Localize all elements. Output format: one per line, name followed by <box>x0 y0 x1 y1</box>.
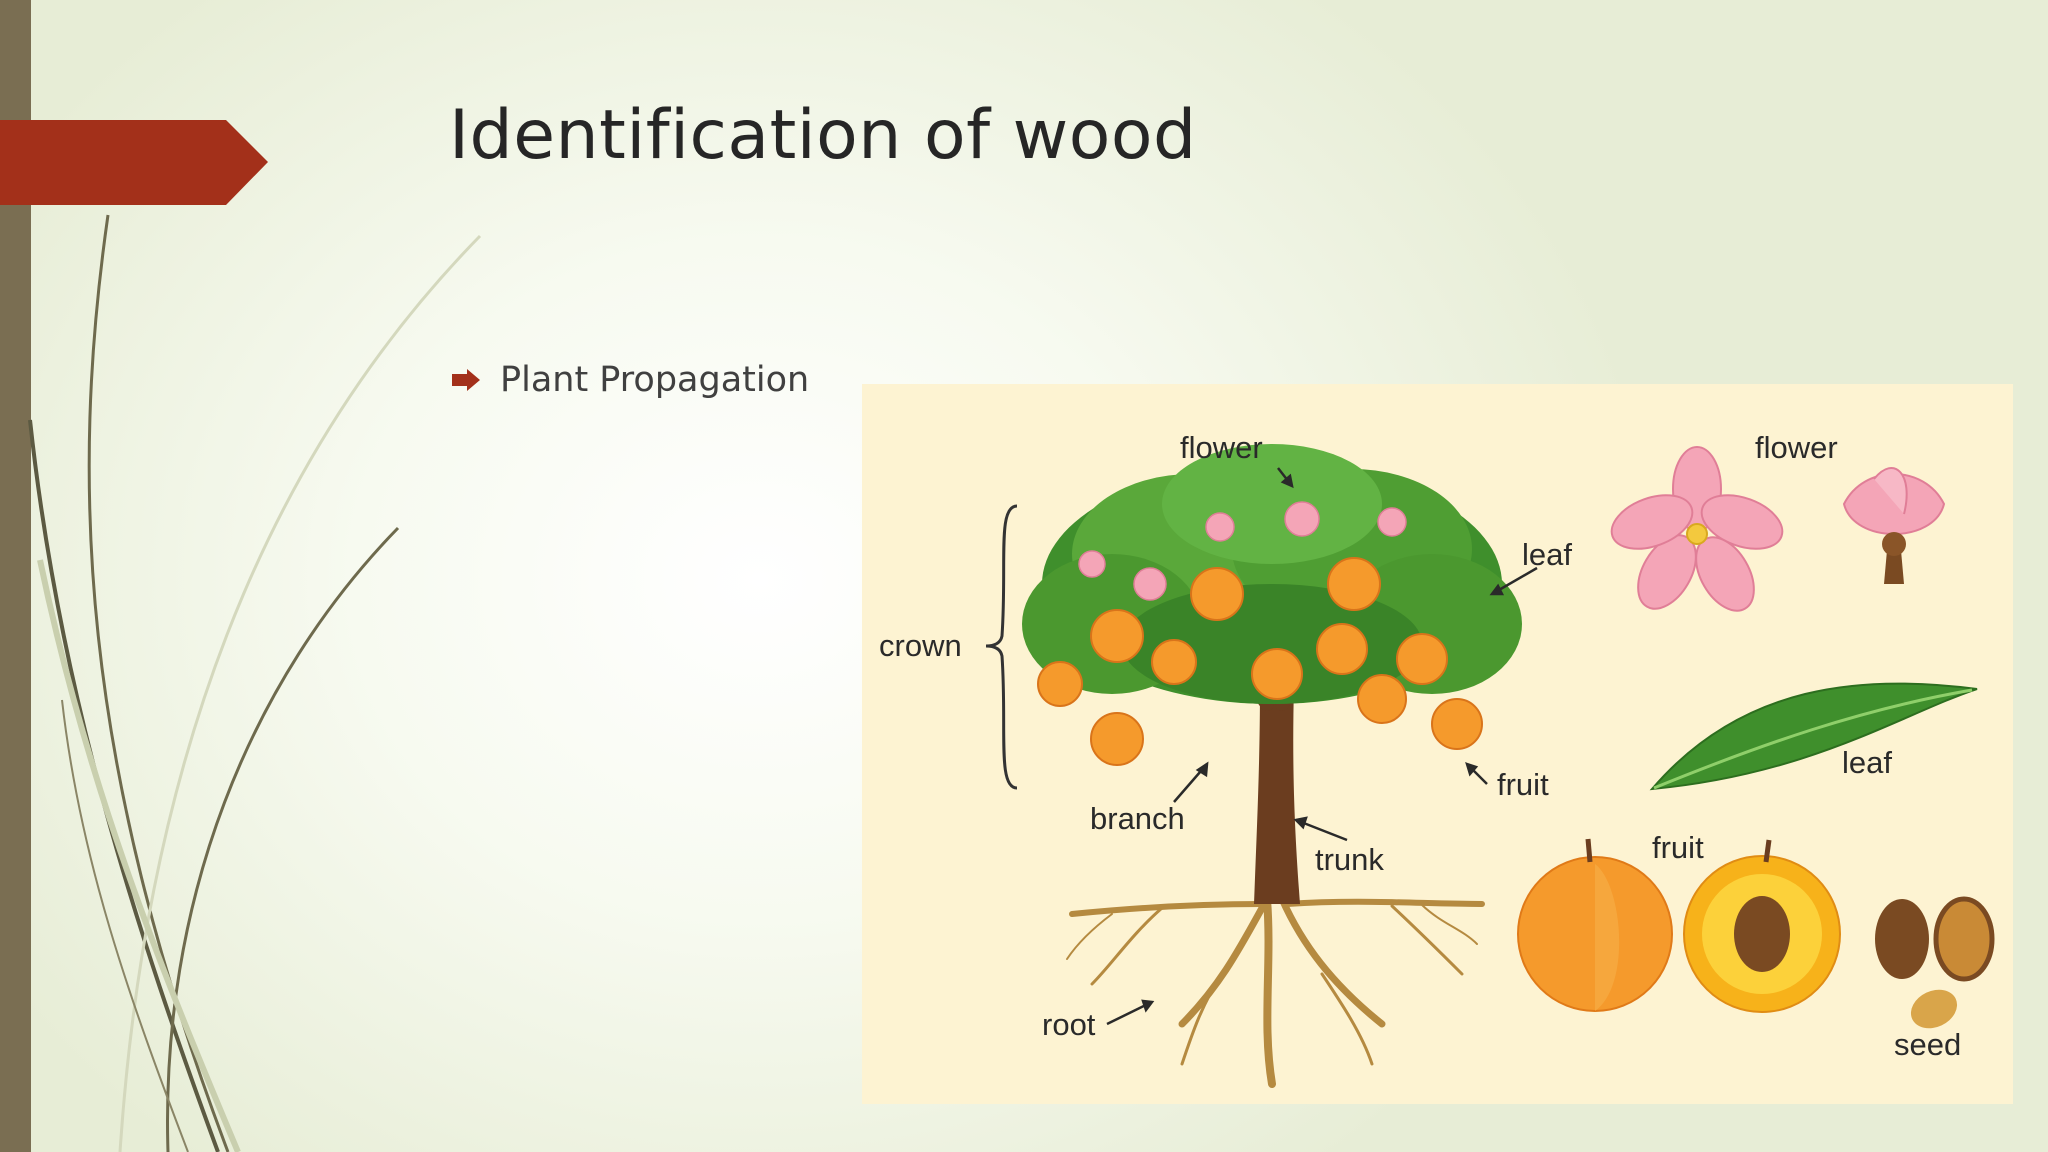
tree-fruits <box>1037 557 1483 766</box>
crown-bracket <box>985 504 1018 790</box>
label-leaf-tree: leaf <box>1522 537 1572 572</box>
bullet-text: Plant Propagation <box>500 360 810 400</box>
leaf-detail-illustration <box>1649 682 1978 791</box>
plant-parts-diagram: flower leaf crown fruit branch trunk roo… <box>862 384 2013 1104</box>
label-fruit-detail: fruit <box>1652 830 1704 865</box>
label-trunk: trunk <box>1315 842 1384 877</box>
arrow-right-icon <box>452 369 480 391</box>
label-seed: seed <box>1894 1027 1961 1062</box>
chevron-tab-icon <box>0 120 268 205</box>
label-fruit-tree: fruit <box>1497 767 1549 802</box>
label-flower-top: flower <box>1180 430 1263 465</box>
label-arrows <box>1106 467 1538 1026</box>
bullet-item: Plant Propagation <box>452 355 809 405</box>
tree-blossoms <box>1078 501 1407 601</box>
label-leaf-detail: leaf <box>1842 745 1892 780</box>
label-branch: branch <box>1090 801 1185 836</box>
flower-detail-illustration <box>1610 446 1946 612</box>
decorative-grass-strokes <box>28 214 482 1152</box>
label-crown: crown <box>879 628 962 663</box>
label-flower-detail: flower <box>1755 430 1838 465</box>
slide-title: Identification of wood <box>449 96 1197 175</box>
roots-illustration <box>1066 895 1485 1088</box>
fruit-detail-illustration <box>1517 838 1995 1029</box>
label-root: root <box>1042 1007 1096 1042</box>
trunk-illustration <box>1254 684 1300 904</box>
